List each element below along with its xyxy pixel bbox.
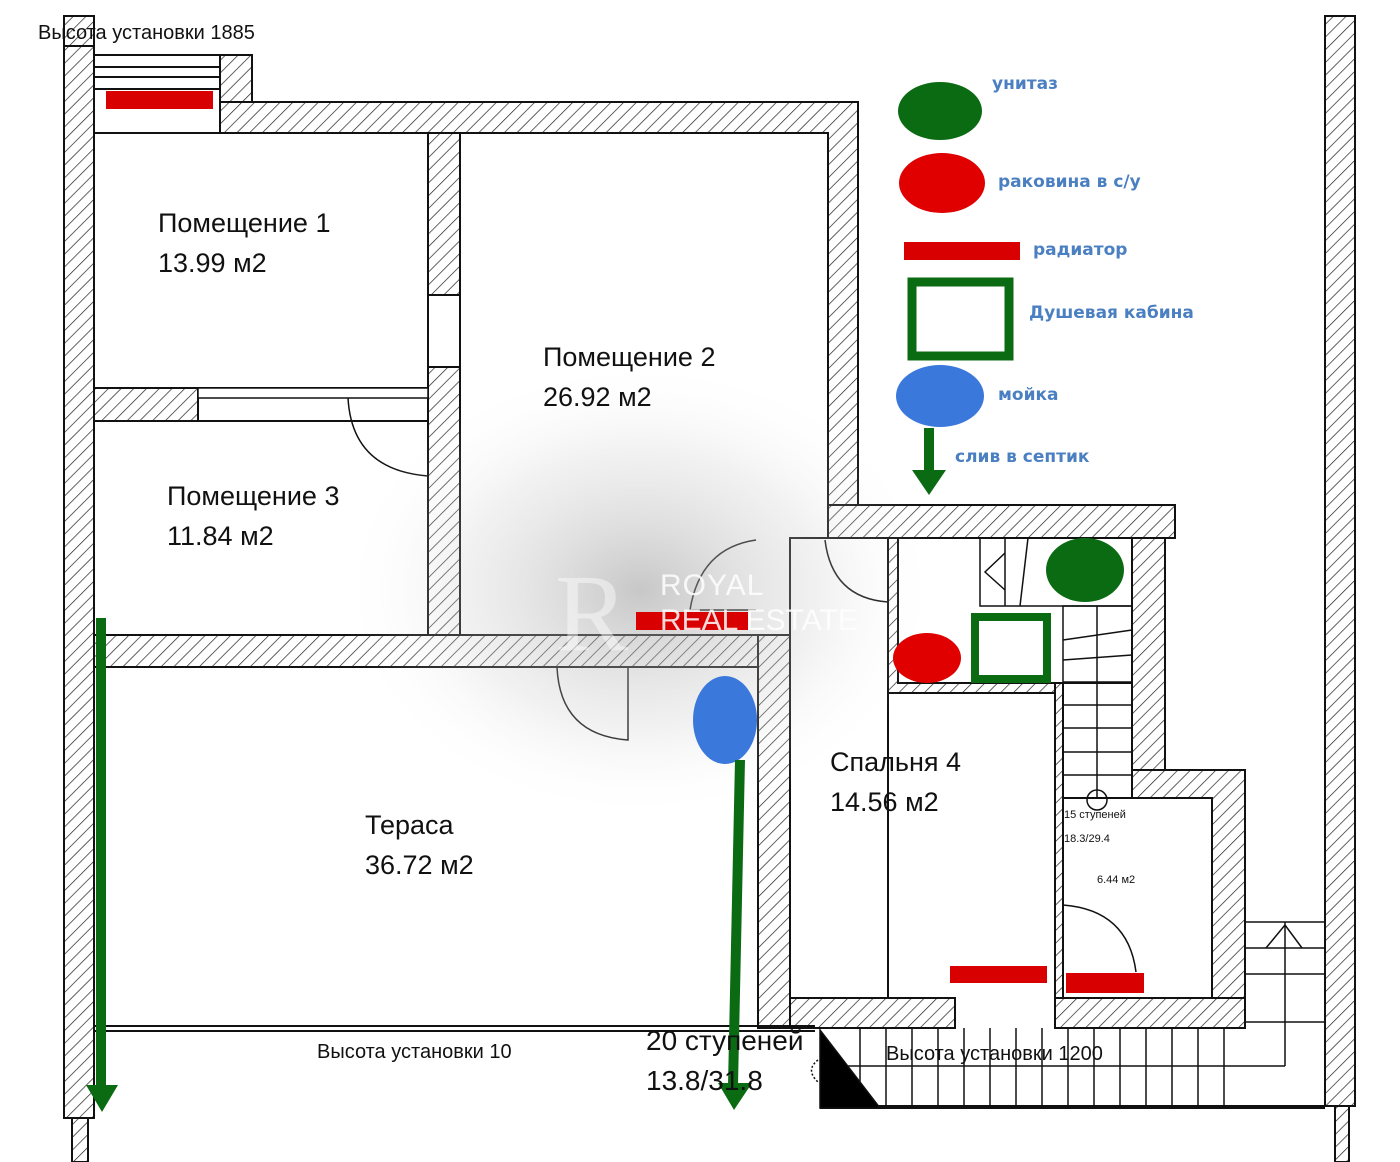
terrace-rail (94, 1025, 815, 1032)
radiator (950, 966, 1047, 983)
arrow-down-icon (912, 470, 946, 495)
drain-line (728, 760, 745, 1085)
legend-label: слив в септик (955, 447, 1090, 467)
window-top (93, 54, 221, 90)
radiator (1066, 973, 1144, 993)
room-labels: Помещение 1 13.99 м2 Помещение 2 26.92 м… (158, 208, 1135, 886)
drain-arrows (86, 618, 752, 1112)
terrace-name: Терaса (365, 810, 455, 840)
bathroom-sink (893, 633, 961, 683)
watermark-shade (340, 360, 940, 820)
legend-item-radiator: радиатор (904, 240, 1127, 260)
legend-item-drain: слив в септик (912, 428, 1090, 495)
watermark-monogram: R (555, 552, 629, 674)
room-1-name: Помещение 1 (158, 208, 330, 238)
legend-item-toilet: унитаз (898, 74, 1058, 140)
partition-glass (197, 387, 429, 399)
legend-label: раковина в с/у (998, 172, 1141, 192)
plan-notes: Высота установки 1885 Высота установки 1… (36, 15, 1126, 1096)
shower-legend-icon (907, 277, 1014, 361)
fixtures (106, 91, 1144, 993)
legend: унитаз раковина в с/у радиатор Душевая к… (896, 74, 1194, 495)
height-note-top: Высота установки 1885 (38, 22, 255, 44)
kitchen-sink-legend-icon (896, 365, 984, 427)
stairs-small (979, 537, 1133, 811)
stairs-exterior (810, 921, 1326, 1109)
stairs-small-steps: 15 ступеней (1064, 809, 1126, 821)
stairs-small-size: 18.3/29.4 (1064, 833, 1110, 845)
legend-item-kitchen-sink: мойка (896, 365, 1059, 427)
kitchen-sink (693, 676, 757, 764)
radiator (106, 91, 213, 109)
watermark-line2: REAL ESTATE (660, 604, 858, 637)
radiator-legend-icon (904, 242, 1020, 260)
room-6-area: 6.44 м2 (1097, 874, 1135, 886)
terrace-area: 36.72 м2 (365, 850, 474, 880)
toilet (1046, 538, 1124, 602)
legend-label: мойка (998, 385, 1059, 405)
height-note-bottom-right: Высота установки 1200 (886, 1043, 1103, 1065)
radiator (636, 612, 748, 630)
legend-label: унитаз (992, 74, 1058, 94)
stairs-main-size: 13.8/31.8 (646, 1065, 763, 1096)
stairs-main-steps: 20 ступеней (646, 1025, 803, 1056)
shower-cabin (971, 613, 1051, 683)
toilet-legend-icon (898, 82, 982, 140)
legend-item-shower: Душевая кабина (907, 277, 1194, 361)
room-1-area: 13.99 м2 (158, 248, 267, 278)
room-2-area: 26.92 м2 (543, 382, 652, 412)
legend-label: Душевая кабина (1029, 303, 1194, 323)
sink-legend-icon (899, 153, 985, 213)
watermark: R ROYAL REAL ESTATE (555, 552, 858, 674)
room-3-name: Помещение 3 (167, 481, 339, 511)
legend-item-bathroom-sink: раковина в с/у (899, 153, 1141, 213)
room-3-area: 11.84 м2 (167, 521, 274, 551)
legend-label: радиатор (1033, 240, 1127, 260)
height-note-bottom-left: Высота установки 10 (317, 1041, 512, 1063)
bedroom-4-name: Спальня 4 (830, 747, 961, 777)
room-2-name: Помещение 2 (543, 342, 715, 372)
bedroom-4-area: 14.56 м2 (830, 787, 939, 817)
watermark-line1: ROYAL (660, 569, 764, 602)
